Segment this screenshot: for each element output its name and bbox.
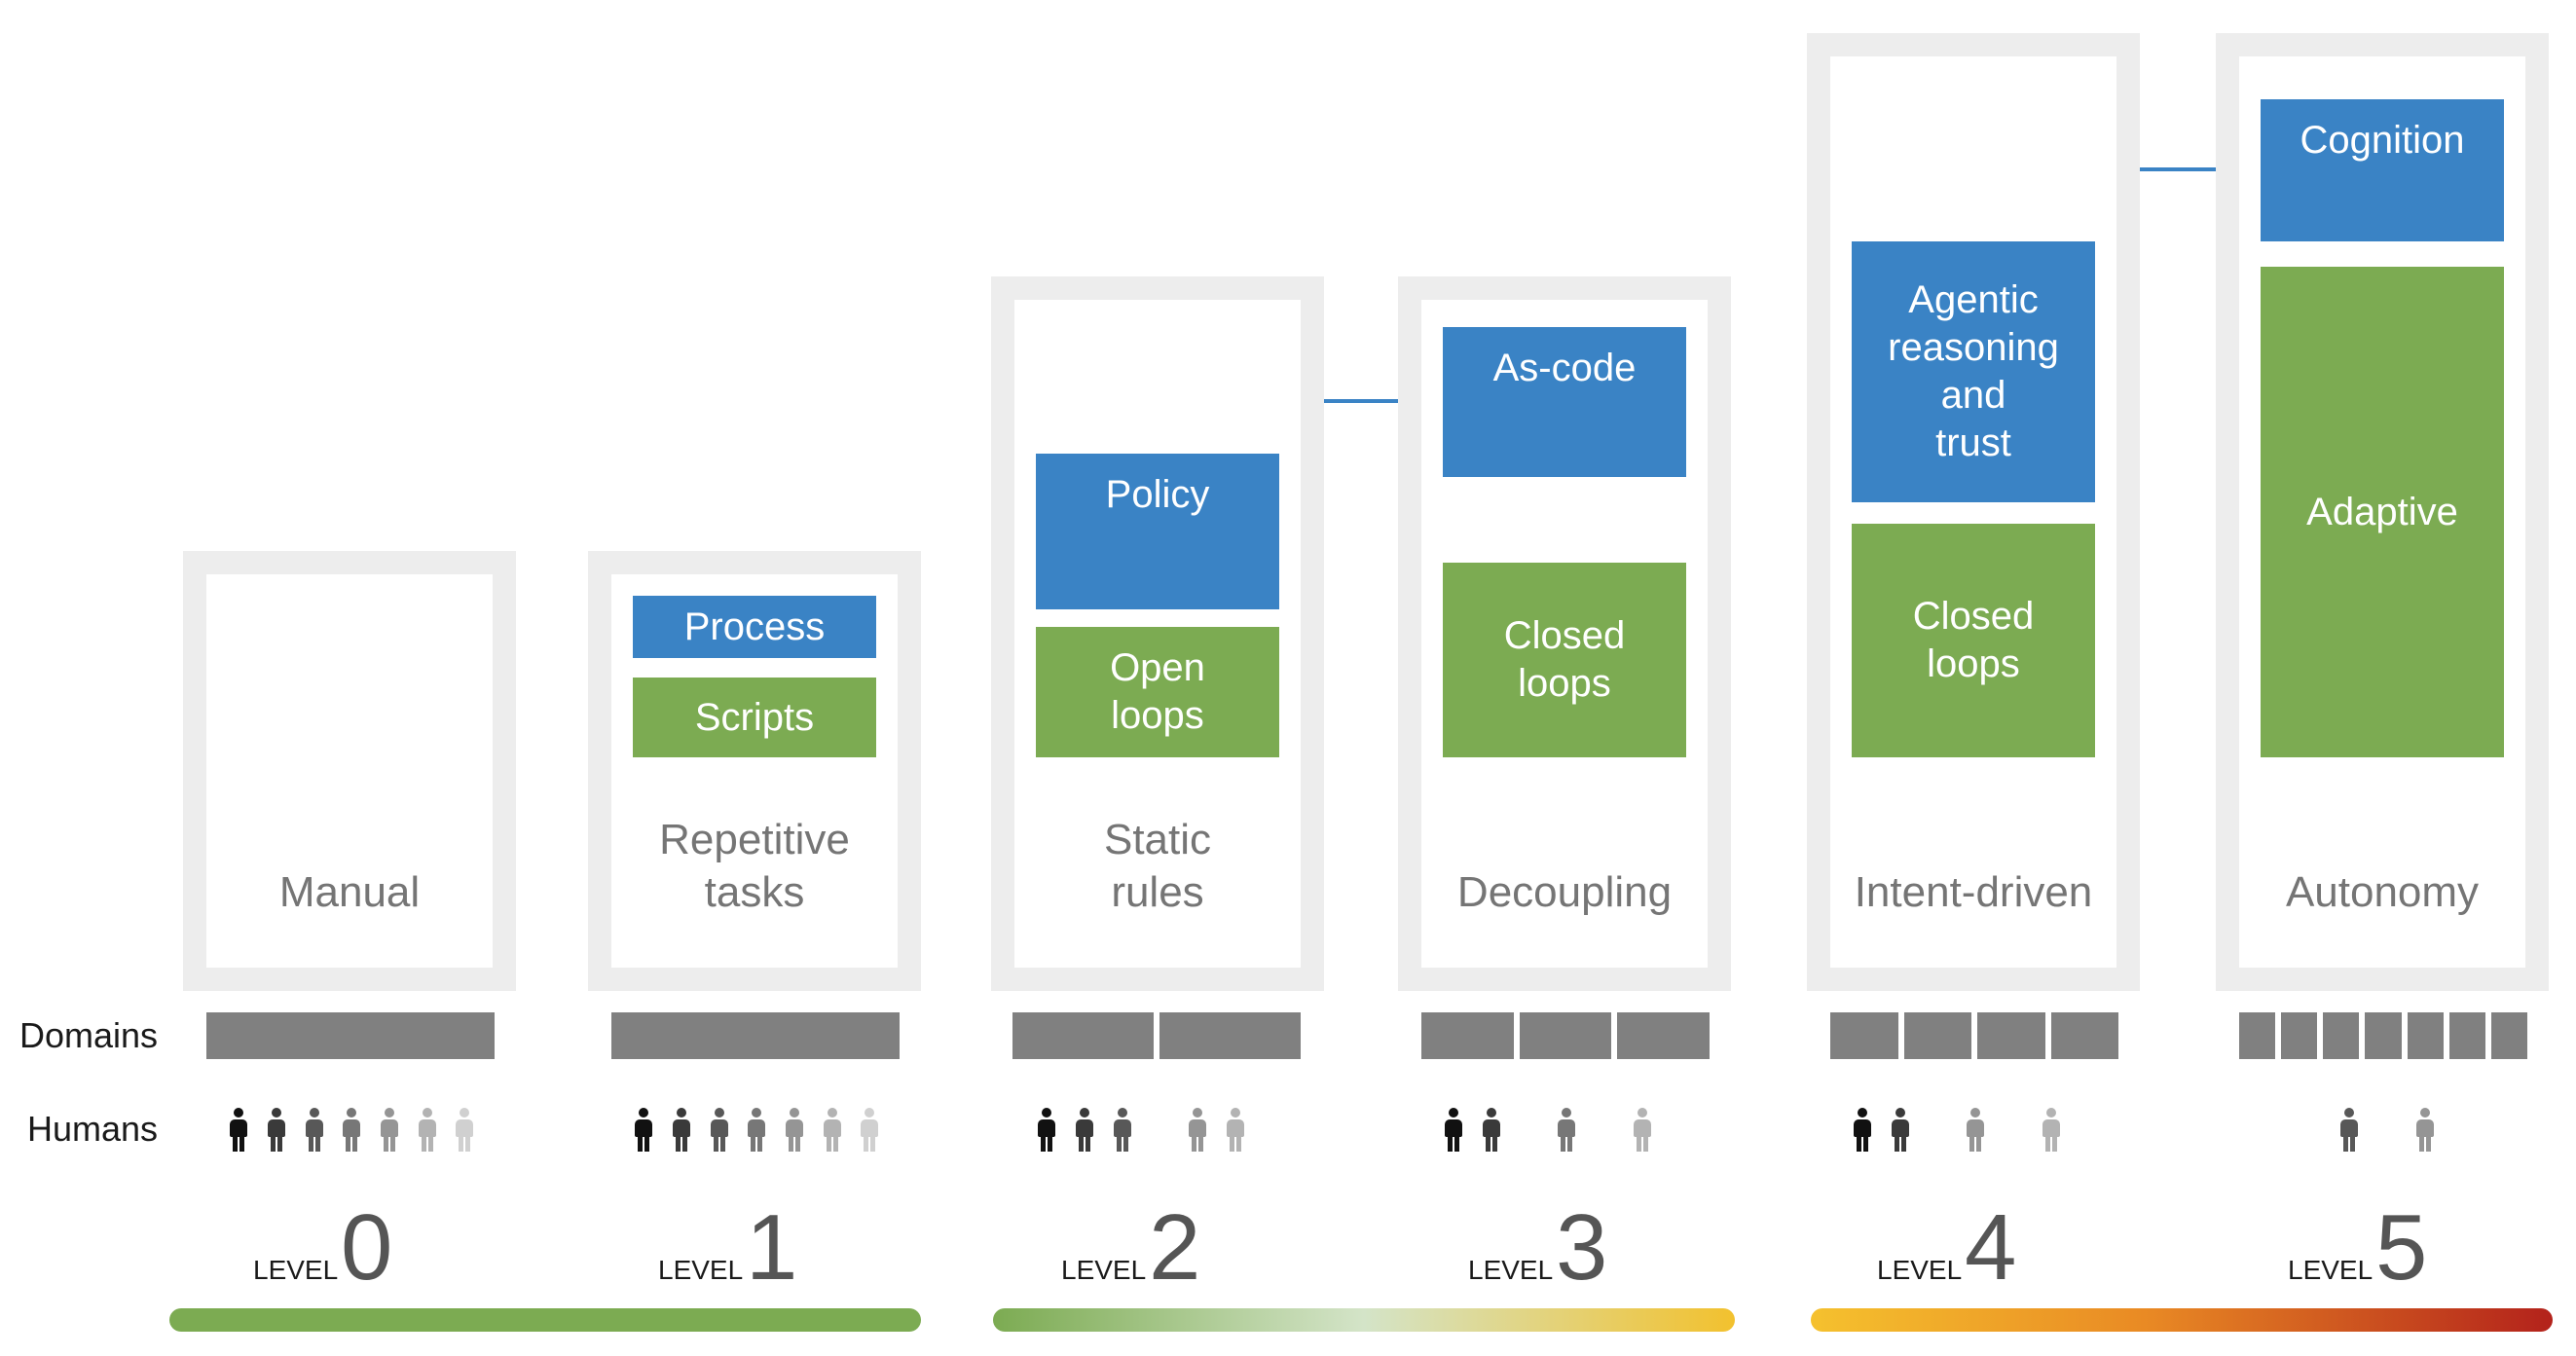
person-icon	[228, 1108, 249, 1153]
domain-segment	[1903, 1012, 1971, 1059]
person-icon	[1965, 1108, 1986, 1153]
level-label: LEVEL	[658, 1255, 744, 1285]
person-icon	[633, 1108, 654, 1153]
person-icon	[859, 1108, 880, 1153]
column-title: Intent-driven	[1854, 868, 2093, 916]
person-icon	[1481, 1108, 1502, 1153]
person-icon	[1112, 1108, 1133, 1153]
person-icon	[304, 1108, 325, 1153]
humans-label: Humans	[27, 1109, 159, 1149]
level-number: 0	[341, 1195, 393, 1300]
capability-box: Process	[633, 596, 876, 658]
domain-segment	[2281, 1012, 2318, 1059]
person-icon	[822, 1108, 843, 1153]
progress-gradient-bar	[169, 1308, 921, 1332]
level-label: LEVEL	[1468, 1255, 1554, 1285]
level-number: 1	[746, 1195, 798, 1300]
person-icon	[1852, 1108, 1873, 1153]
person-icon	[454, 1108, 475, 1153]
domain-segment	[206, 1012, 495, 1059]
person-icon	[709, 1108, 730, 1153]
domain-segment	[1159, 1012, 1301, 1059]
domain-segment	[1012, 1012, 1154, 1059]
person-icon	[1443, 1108, 1464, 1153]
domain-segment	[2050, 1012, 2118, 1059]
domain-segment	[611, 1012, 900, 1059]
automation-box: Adaptive	[2261, 267, 2504, 757]
level-label: LEVEL	[2288, 1255, 2374, 1285]
person-icon	[1225, 1108, 1246, 1153]
level-label: LEVEL	[1877, 1255, 1963, 1285]
domain-segment	[2365, 1012, 2402, 1059]
person-icon	[746, 1108, 767, 1153]
person-icon	[417, 1108, 438, 1153]
level-0-column: Manual	[183, 551, 516, 991]
domain-segment	[2407, 1012, 2444, 1059]
automation-box: Scripts	[633, 678, 876, 757]
level-number: 3	[1556, 1195, 1608, 1300]
level-4-column: Intent-driven Agentic reasoning and trust…	[1807, 33, 2140, 991]
automation-box: Closed loops	[1443, 563, 1686, 757]
person-icon	[1556, 1108, 1577, 1153]
person-icon	[671, 1108, 692, 1153]
level-label: LEVEL	[1061, 1255, 1147, 1285]
column-title: Static rules	[1103, 816, 1212, 916]
level-number: 2	[1149, 1195, 1201, 1300]
domain-segment	[2448, 1012, 2485, 1059]
column-title: Repetitive tasks	[659, 816, 850, 916]
person-icon	[341, 1108, 362, 1153]
progress-gradient-bar	[993, 1308, 1735, 1332]
person-icon	[266, 1108, 287, 1153]
capability-box: Cognition	[2261, 99, 2504, 241]
domain-segment	[1977, 1012, 2045, 1059]
capability-box: Agentic reasoning and trust	[1852, 241, 2095, 502]
column-title: Decoupling	[1456, 868, 1673, 916]
person-icon	[2338, 1108, 2360, 1153]
person-icon	[1074, 1108, 1095, 1153]
column-title: Autonomy	[2285, 868, 2480, 916]
capability-box: Policy	[1036, 454, 1279, 609]
column-title: Manual	[278, 868, 421, 916]
domain-segment	[1519, 1012, 1612, 1059]
domain-segment	[1830, 1012, 1898, 1059]
person-icon	[1890, 1108, 1911, 1153]
person-icon	[1632, 1108, 1653, 1153]
domain-segment	[2490, 1012, 2527, 1059]
level-number: 5	[2375, 1195, 2428, 1300]
domain-segment	[1617, 1012, 1710, 1059]
domain-segment	[2239, 1012, 2276, 1059]
capability-box: As-code	[1443, 327, 1686, 477]
domain-segment	[2323, 1012, 2360, 1059]
person-icon	[1187, 1108, 1208, 1153]
person-icon	[379, 1108, 400, 1153]
person-icon	[784, 1108, 805, 1153]
person-icon	[1036, 1108, 1057, 1153]
progress-gradient-bar	[1811, 1308, 2553, 1332]
level-number: 4	[1965, 1195, 2017, 1300]
automation-box: Open loops	[1036, 627, 1279, 757]
domains-label: Domains	[19, 1015, 159, 1055]
domain-segment	[1421, 1012, 1514, 1059]
person-icon	[2414, 1108, 2436, 1153]
level-label: LEVEL	[253, 1255, 339, 1285]
person-icon	[2041, 1108, 2062, 1153]
automation-box: Closed loops	[1852, 524, 2095, 757]
